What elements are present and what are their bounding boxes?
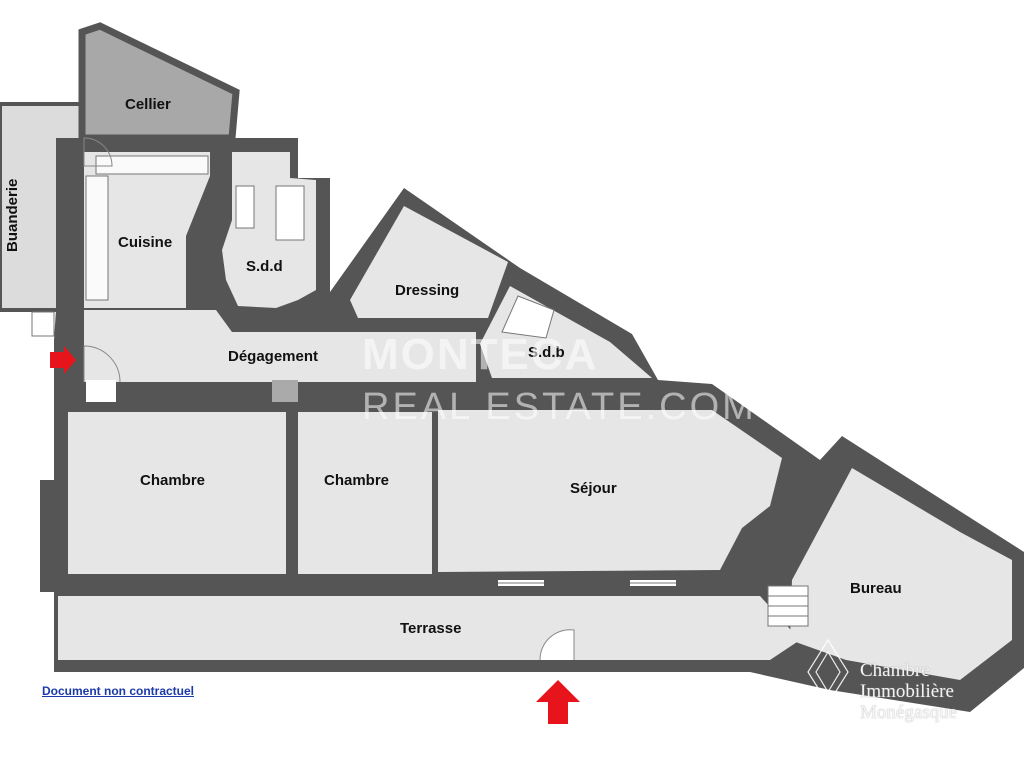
kitchen-counter [95, 155, 209, 175]
degagement-floor [84, 310, 476, 382]
bureau-floor [790, 468, 1012, 680]
brand-name: Chambre Immobilière Monégasque [860, 660, 957, 723]
staircase-icon [31, 311, 55, 337]
room-label-chambre-1: Chambre [140, 472, 206, 489]
brand-line-1: Chambre [860, 660, 930, 681]
watermark-main: MONTECA [362, 330, 599, 379]
cellier-area [78, 22, 240, 142]
room-label-terrasse: Terrasse [400, 620, 462, 637]
chambre-2-floor [298, 412, 432, 574]
staircase-icon [767, 585, 809, 627]
terrasse-floor [58, 596, 800, 660]
entry-arrow-icon [536, 680, 580, 724]
room-label-cuisine: Cuisine [118, 234, 173, 251]
room-label-sejour: Séjour [570, 480, 617, 497]
room-label-dressing: Dressing [395, 282, 460, 299]
room-label-sdd: S.d.d [246, 258, 283, 275]
room-label-chambre-2: Chambre [324, 472, 390, 489]
door-swing-icon [539, 629, 575, 661]
brand-line-2: Immobilière [860, 681, 954, 702]
sink [235, 185, 255, 229]
partition [272, 380, 298, 402]
room-label-bureau: Bureau [850, 580, 902, 597]
dressing-floor [350, 206, 508, 318]
sejour-floor [438, 410, 782, 572]
door-swing-icon [83, 345, 121, 383]
room-label-degagement: Dégagement [228, 348, 319, 365]
watermark-sub: REAL ESTATE.COM [362, 386, 757, 428]
door-swing-icon [83, 137, 113, 167]
room-label-cellier: Cellier [125, 96, 171, 113]
brand-logo-icon [807, 638, 849, 706]
disclaimer-link[interactable]: Document non contractuel [42, 684, 195, 698]
room-label-sdb: S.d.b [528, 344, 565, 361]
entry-arrow-icon [50, 346, 76, 374]
chambre-1-floor [68, 412, 286, 574]
brand-line-3: Monégasque [860, 702, 958, 723]
bathtub [275, 185, 305, 241]
partition [86, 380, 116, 402]
kitchen-counter [85, 175, 109, 301]
corner-bathtub [501, 295, 555, 339]
cuisine-floor [84, 152, 210, 308]
room-label-buanderie: Buanderie [4, 178, 21, 252]
